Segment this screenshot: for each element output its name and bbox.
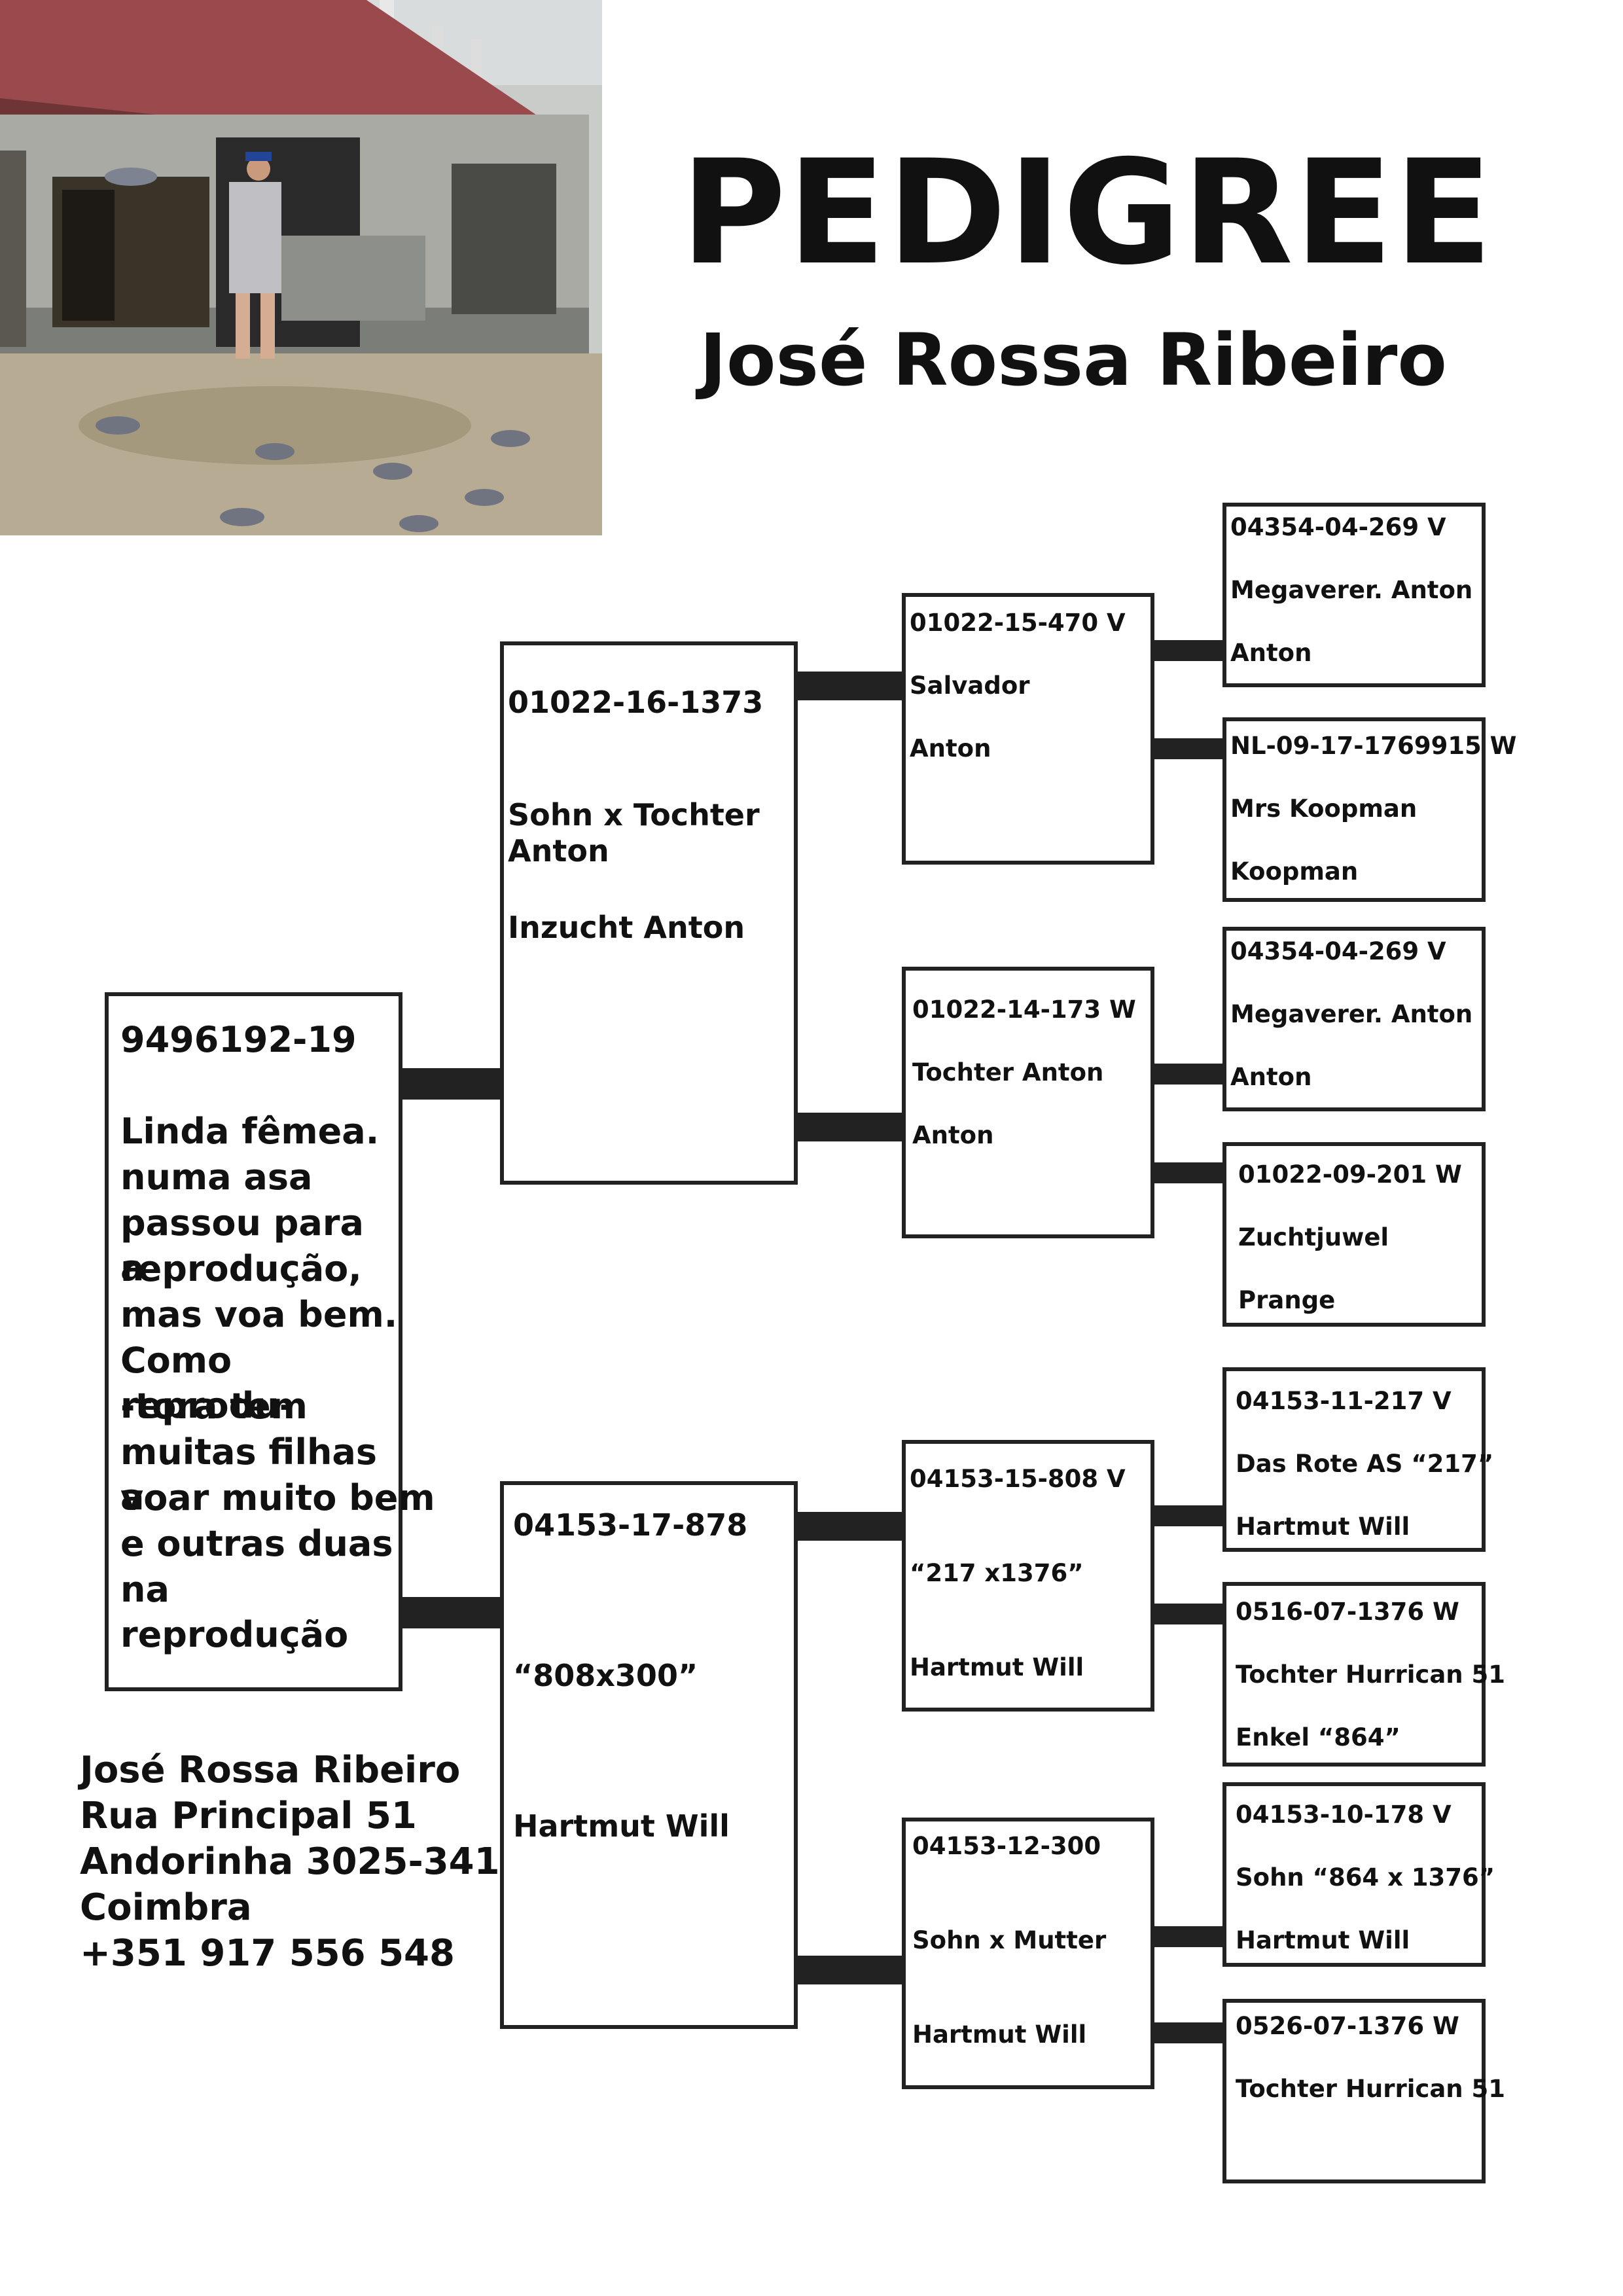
connector: [1150, 738, 1226, 759]
address-street: Rua Principal 51: [80, 1795, 417, 1837]
great-grandparent-ring: 04153-11-217 V: [1236, 1387, 1452, 1415]
great-grandparent-breeder: Prange: [1238, 1286, 1336, 1314]
grandparent-breeder: Hartmut Will: [910, 1653, 1084, 1681]
great-grandparent-ring: 04354-04-269 V: [1230, 513, 1446, 541]
great-grandparent-card: 0516-07-1376 W Tochter Hurrican 51 Enkel…: [1222, 1582, 1505, 1767]
great-grandparent-name: Zuchtjuwel: [1238, 1223, 1389, 1251]
dam-breeder: Hartmut Will: [513, 1808, 730, 1844]
connector: [1150, 1162, 1226, 1183]
connector: [399, 1068, 503, 1100]
connector: [1150, 1604, 1226, 1624]
subject-note-line: Como reprodu-: [120, 1340, 294, 1426]
great-grandparent-name: Sohn “864 x 1376”: [1236, 1863, 1495, 1892]
grandparent-card: 01022-14-173 W Tochter Anton Anton: [902, 967, 1154, 1238]
grandparent-breeder: Anton: [912, 1121, 994, 1149]
great-grandparent-breeder: Koopman: [1230, 857, 1359, 886]
page-title: PEDIGREE: [681, 129, 1494, 296]
address-city: Coimbra: [80, 1886, 252, 1929]
subject-note-line: voar muito bem: [120, 1477, 435, 1518]
great-grandparent-card: 04354-04-269 V Megaverer. Anton Anton: [1222, 927, 1486, 1111]
address-town: Andorinha 3025-341: [80, 1840, 500, 1883]
grandparent-breeder: Anton: [910, 734, 991, 762]
sire-name: Sohn x Tochter Anton: [508, 797, 760, 869]
great-grandparent-ring: 01022-09-201 W: [1238, 1160, 1462, 1189]
grandparent-card: 04153-12-300 Sohn x Mutter Hartmut Will: [902, 1818, 1154, 2089]
grandparent-ring: 01022-14-173 W: [912, 996, 1136, 1024]
dam-ring: 04153-17-878: [513, 1507, 748, 1543]
great-grandparent-card: 04153-11-217 V Das Rote AS “217” Hartmut…: [1222, 1367, 1493, 1552]
great-grandparent-breeder: Hartmut Will: [1236, 1513, 1410, 1541]
subject-note-line: e outras duas: [120, 1523, 393, 1564]
great-grandparent-name: Megaverer. Anton: [1230, 1000, 1473, 1028]
grandparent-name: Sohn x Mutter: [912, 1926, 1107, 1954]
connector: [794, 1512, 907, 1541]
connector: [1150, 1064, 1226, 1085]
subject-note-line: reprodução,: [120, 1248, 362, 1289]
great-grandparent-ring: 04153-10-178 V: [1236, 1801, 1452, 1829]
great-grandparent-breeder: Anton: [1230, 639, 1312, 667]
great-grandparent-breeder: Hartmut Will: [1236, 1926, 1410, 1954]
grandparent-ring: 01022-15-470 V: [910, 609, 1126, 637]
connector: [794, 672, 907, 700]
connector: [399, 1597, 503, 1628]
subject-note-line: numa asa: [120, 1157, 313, 1198]
dam-name: “808x300”: [513, 1658, 698, 1693]
subject-note-line: -tora tem: [120, 1386, 308, 1427]
subject-note-line: mas voa bem.: [120, 1294, 398, 1335]
sire-breeder: Inzucht Anton: [508, 910, 745, 945]
connector: [1150, 640, 1226, 661]
great-grandparent-card: 01022-09-201 W Zuchtjuwel Prange: [1222, 1142, 1486, 1327]
grandparent-name: “217 x1376”: [910, 1559, 1084, 1587]
owner-address: José Rossa Ribeiro Rua Principal 51 Ando…: [80, 1748, 500, 1977]
connector: [794, 1956, 907, 1984]
great-grandparent-ring: 04354-04-269 V: [1230, 937, 1446, 965]
subject-note-line: passou para a: [120, 1202, 364, 1289]
address-name: José Rossa Ribeiro: [80, 1749, 461, 1791]
grandparent-name: Salvador: [910, 672, 1030, 700]
grandparent-card: 01022-15-470 V Salvador Anton: [902, 593, 1154, 865]
subject-ring: 9496192-19: [120, 1019, 357, 1060]
loft-photo: [0, 0, 602, 535]
great-grandparent-card: 04153-10-178 V Sohn “864 x 1376” Hartmut…: [1222, 1782, 1495, 1967]
address-phone: +351 917 556 548: [80, 1932, 455, 1975]
great-grandparent-ring: NL-09-17-1769915 W: [1230, 732, 1517, 760]
subject-note-line: Linda fêmea.: [120, 1111, 380, 1152]
grandparent-ring: 04153-15-808 V: [910, 1465, 1126, 1493]
owner-name-heading: José Rossa Ribeiro: [700, 318, 1447, 402]
grandparent-breeder: Hartmut Will: [912, 2020, 1087, 2049]
dam-card: 04153-17-878 “808x300” Hartmut Will: [500, 1481, 798, 2029]
great-grandparent-name: Megaverer. Anton: [1230, 576, 1473, 604]
great-grandparent-name: Tochter Hurrican 51: [1236, 1660, 1506, 1689]
great-grandparent-card: 0526-07-1376 W Tochter Hurrican 51: [1222, 1999, 1505, 2183]
connector: [1150, 2022, 1226, 2043]
connector: [1150, 1926, 1226, 1947]
grandparent-ring: 04153-12-300: [912, 1832, 1101, 1860]
great-grandparent-name: Mrs Koopman: [1230, 795, 1418, 823]
great-grandparent-ring: 0526-07-1376 W: [1236, 2012, 1459, 2040]
subject-card: 9496192-19 Linda fêmea. numa asa passou …: [105, 992, 435, 1691]
great-grandparent-ring: 0516-07-1376 W: [1236, 1598, 1459, 1626]
great-grandparent-card: 04354-04-269 V Megaverer. Anton Anton: [1222, 503, 1486, 687]
great-grandparent-breeder: Enkel “864”: [1236, 1723, 1400, 1751]
sire-card: 01022-16-1373 Sohn x Tochter Anton Inzuc…: [500, 641, 798, 1185]
connector: [794, 1113, 907, 1141]
subject-note-line: na reprodução: [120, 1569, 349, 1655]
grandparent-card: 04153-15-808 V “217 x1376” Hartmut Will: [902, 1440, 1154, 1712]
great-grandparent-card: NL-09-17-1769915 W Mrs Koopman Koopman: [1222, 717, 1517, 902]
great-grandparent-name: Das Rote AS “217”: [1236, 1450, 1494, 1478]
connector: [1150, 1505, 1226, 1526]
grandparent-name: Tochter Anton: [912, 1058, 1104, 1086]
sire-ring: 01022-16-1373: [508, 685, 764, 720]
great-grandparent-breeder: Anton: [1230, 1063, 1312, 1091]
great-grandparent-name: Tochter Hurrican 51: [1236, 2075, 1506, 2103]
subject-note-line: muitas filhas a: [120, 1431, 377, 1518]
